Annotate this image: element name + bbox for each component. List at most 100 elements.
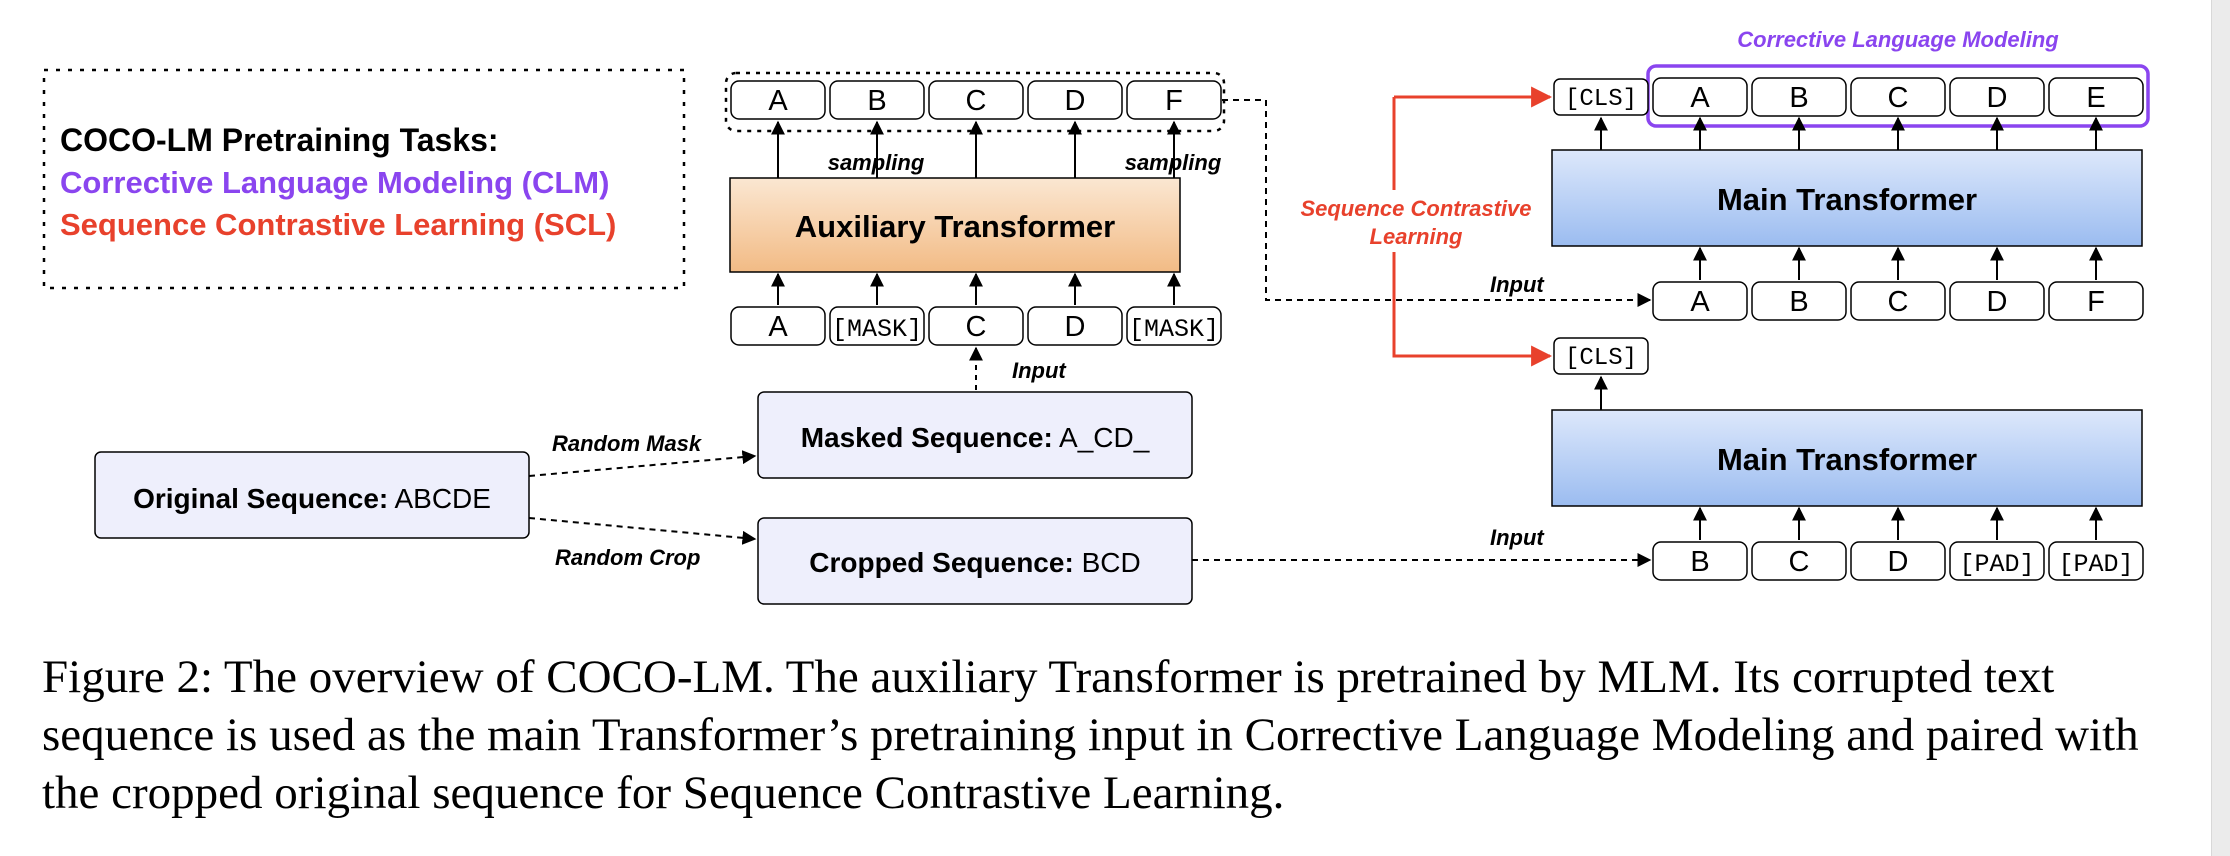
main-top-cls-group: [CLS] (1553, 78, 1649, 116)
main-top-input-token-label: D (1987, 286, 2008, 318)
original-sequence-value: ABCDE (394, 483, 490, 514)
masked-sequence-bold: Masked Sequence: (801, 422, 1053, 453)
cropped-sequence-value: BCD (1082, 547, 1141, 578)
masked-sequence-box: Masked Sequence: A_CD_ (757, 391, 1193, 479)
figure-caption: Figure 2: The overview of COCO-LM. The a… (42, 648, 2192, 822)
random-crop-arrow (528, 517, 757, 545)
main-bottom-cls-box (1553, 337, 1649, 375)
scl-label-line2: Learning (1370, 224, 1463, 249)
scl-label-line1: Sequence Contrastive (1300, 196, 1531, 221)
main-top-output-token-box (2048, 77, 2144, 117)
main-transformer-top-label: Main Transformer (1717, 182, 1977, 217)
aux-input-token-label: [MASK] (832, 315, 922, 344)
aux-output-token-label: B (867, 85, 886, 117)
original-sequence-box: Original Sequence: ABCDE (94, 451, 530, 539)
main-transformer-bottom-label: Main Transformer (1717, 442, 1977, 477)
main-bottom-input-token-label: B (1690, 546, 1709, 578)
main-bottom-input-token-label: D (1888, 546, 1909, 578)
masked-sequence-value: A_CD_ (1059, 422, 1150, 453)
cropped-sequence-text: Cropped Sequence: BCD (809, 547, 1140, 578)
aux-output-token-box (1027, 80, 1123, 120)
main-top-output-token-box (1949, 77, 2045, 117)
legend-box: COCO-LM Pretraining Tasks: Corrective La… (42, 68, 686, 290)
main-top-section: Corrective Language Modeling [CLS] A B C D E… (1490, 27, 2150, 321)
legend-title: COCO-LM Pretraining Tasks: (60, 122, 499, 158)
main-top-output-token-label: E (2086, 82, 2105, 114)
main-top-input-token-label: A (1690, 286, 1710, 318)
aux-output-token-box (1126, 80, 1222, 120)
main-top-arrows (1594, 116, 2103, 280)
main-top-input-token-label: F (2087, 286, 2105, 318)
aux-input-token-box (1027, 306, 1123, 346)
main-top-output-token-box (1652, 77, 1748, 117)
original-sequence-bold: Original Sequence: (133, 483, 388, 514)
main-top-input-token-box (1652, 281, 1748, 321)
main-bottom-input-token-label: [PAD] (1959, 550, 2034, 579)
aux-output-token-label: C (966, 85, 987, 117)
cropped-sequence-box: Cropped Sequence: BCD (757, 517, 1193, 605)
main-bottom-input-tokens: B C D [PAD] [PAD] (1652, 541, 2144, 581)
main-top-input-token-label: B (1789, 286, 1808, 318)
aux-input-token-box (928, 306, 1024, 346)
aux-input-token-box (730, 306, 826, 346)
main-bottom-input-token-label: C (1789, 546, 1810, 578)
main-transformer-bottom-box (1551, 409, 2143, 507)
aux-output-dashed-group (724, 71, 1226, 133)
aux-input-token-box (829, 306, 925, 346)
random-mask-label: Random Mask (552, 431, 703, 456)
main-top-input-token-box (1949, 281, 2045, 321)
main-bottom-input-label: Input (1490, 525, 1545, 550)
main-bottom-arrows (1594, 375, 2103, 540)
masked-sequence-text: Masked Sequence: A_CD_ (801, 422, 1150, 453)
main-bottom-input-token-box (1949, 541, 2045, 581)
scl-connector: Sequence Contrastive Learning (1288, 86, 1553, 367)
aux-output-token-label: D (1065, 85, 1086, 117)
main-top-input-label: Input (1490, 272, 1545, 297)
aux-to-main-input-arrow (1222, 99, 1652, 307)
main-bottom-input-token-box (2048, 541, 2144, 581)
auxiliary-transformer-label: Auxiliary Transformer (795, 209, 1115, 244)
aux-arrows (771, 120, 1181, 305)
sampling-label-left: sampling (828, 150, 925, 175)
legend-border (42, 68, 686, 290)
aux-output-token-box (829, 80, 925, 120)
aux-output-token-box (730, 80, 826, 120)
scl-arrow-bottom (1392, 97, 1553, 367)
aux-input-label: Input (1012, 358, 1067, 383)
coco-lm-diagram: COCO-LM Pretraining Tasks: Corrective La… (42, 27, 2150, 605)
legend-clm: Corrective Language Modeling (CLM) (60, 165, 609, 200)
main-top-output-token-box (1850, 77, 1946, 117)
main-bottom-input-token-label: [PAD] (2058, 550, 2133, 579)
main-bottom-cls-label: [CLS] (1565, 345, 1637, 372)
main-top-output-token-label: A (1690, 82, 1710, 114)
clm-title: Corrective Language Modeling (1737, 27, 2059, 52)
masked-sequence-rect (757, 391, 1193, 479)
main-transformer-top-box (1551, 149, 2143, 247)
main-top-cls-label: [CLS] (1565, 86, 1637, 113)
main-top-input-token-box (1751, 281, 1847, 321)
main-top-output-token-label: D (1987, 82, 2008, 114)
main-bottom-input-token-box (1652, 541, 1748, 581)
sampling-label-right: sampling (1125, 150, 1222, 175)
random-crop-label: Random Crop (555, 545, 700, 570)
aux-output-token-label: F (1165, 85, 1183, 117)
auxiliary-transformer-box (729, 177, 1181, 273)
aux-input-token-label: C (966, 311, 987, 343)
aux-input-token-label: A (768, 311, 788, 343)
aux-input-token-label: [MASK] (1129, 315, 1219, 344)
aux-input-token-box (1126, 306, 1222, 346)
random-mask-arrow (528, 450, 757, 477)
aux-output-token-box (928, 80, 1024, 120)
main-bottom-input-token-box (1850, 541, 1946, 581)
main-top-input-token-box (1850, 281, 1946, 321)
main-top-input-token-label: C (1888, 286, 1909, 318)
main-bottom-input-token-box (1751, 541, 1847, 581)
aux-output-token-label: A (768, 85, 788, 117)
window-edge-strip (2211, 0, 2230, 856)
original-sequence-rect (94, 451, 530, 539)
scl-label-bg (1288, 190, 1546, 252)
